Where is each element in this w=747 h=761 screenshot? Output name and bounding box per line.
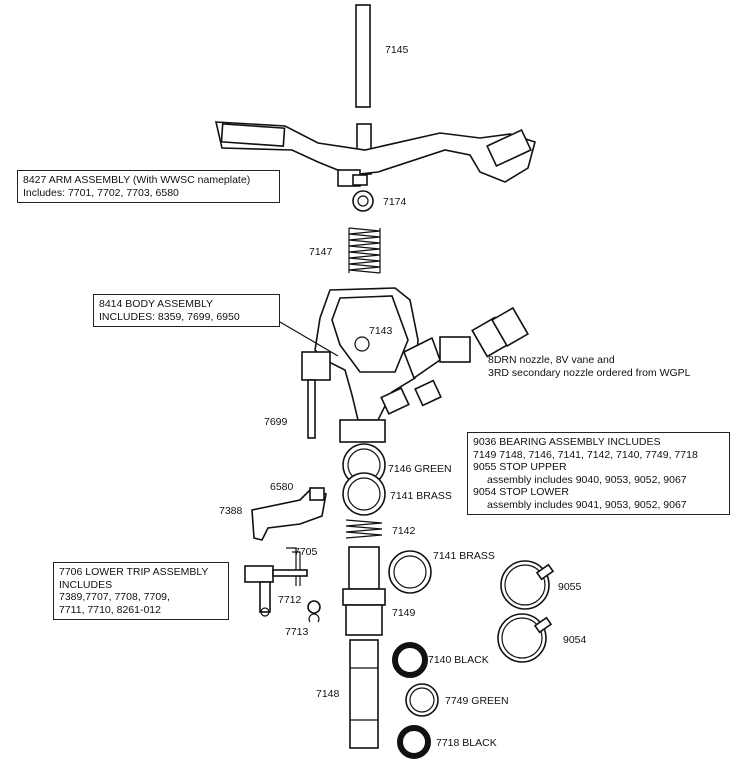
label-7718: 7718 BLACK [436,737,497,749]
part-7388-lever [251,487,327,541]
label-9054: 9054 [563,634,587,646]
nozzle-note-line2: 3RD secondary nozzle ordered from WGPL [488,367,691,379]
part-7749-ring [405,683,439,717]
callout-arm-line1: 8427 ARM ASSEMBLY (With WWSC nameplate) [23,174,251,186]
leader-body [279,321,339,357]
label-7140: 7140 BLACK [428,654,489,666]
label-7699: 7699 [264,416,288,428]
part-7141-ring-b [388,550,432,594]
label-7141-a: 7141 BRASS [390,490,452,502]
part-7718-ring [397,725,431,759]
callout-bearing-assembly: 9036 BEARING ASSEMBLY INCLUDES 7149 7148… [467,432,730,515]
label-6580: 6580 [270,481,294,493]
callout-bearing-line3: 9055 STOP UPPER [473,461,567,473]
part-7149-bushing [342,546,386,636]
part-7141-ring-a [342,472,386,516]
part-body-assembly [301,287,529,443]
part-9055-stop [500,560,555,610]
part-7147-spring [348,227,381,274]
callout-arm-assembly: 8427 ARM ASSEMBLY (With WWSC nameplate) … [17,170,280,203]
part-9054-stop [497,613,553,663]
label-7749: 7749 GREEN [445,695,509,707]
callout-bearing-line1: 9036 BEARING ASSEMBLY INCLUDES [473,436,661,448]
callout-arm-line2: Includes: 7701, 7702, 7703, 6580 [23,186,179,199]
part-lower-trip [244,547,321,623]
callout-body-assembly: 8414 BODY ASSEMBLY INCLUDES: 8359, 7699,… [93,294,280,327]
callout-trip-line4: 7711, 7710, 8261-012 [59,603,161,616]
label-7147: 7147 [309,246,333,258]
callout-trip-line3: 7389,7707, 7708, 7709, [59,591,170,603]
label-7145: 7145 [385,44,409,56]
label-7146: 7146 GREEN [388,463,452,475]
label-7142: 7142 [392,525,416,537]
callout-trip-line1: 7706 LOWER TRIP ASSEMBLY [59,566,209,578]
label-7705: 7705 [294,546,318,558]
callout-bearing-line2: 7149 7148, 7146, 7141, 7142, 7140, 7749,… [473,448,698,461]
part-7142-spring [345,519,383,539]
part-7145-shaft [355,4,371,108]
part-7140-ring [392,642,428,678]
label-7141-b: 7141 BRASS [433,550,495,562]
label-7713: 7713 [285,626,309,638]
label-7149: 7149 [392,607,416,619]
part-7174-washer [352,190,374,212]
label-7712: 7712 [278,594,302,606]
nozzle-note: 8DRN nozzle, 8V vane and 3RD secondary n… [488,354,691,380]
label-7143: 7143 [369,325,393,337]
callout-bearing-line4: assembly includes 9040, 9053, 9052, 9067 [487,473,687,486]
label-7174: 7174 [383,196,407,208]
part-7148-bearing [349,639,379,749]
label-7388: 7388 [219,505,243,517]
callout-body-line2: INCLUDES: 8359, 7699, 6950 [99,310,240,323]
label-7148: 7148 [316,688,340,700]
callout-bearing-line6: assembly includes 9041, 9053, 9052, 9067 [487,498,687,511]
callout-lower-trip-assembly: 7706 LOWER TRIP ASSEMBLY INCLUDES 7389,7… [53,562,229,620]
callout-body-line1: 8414 BODY ASSEMBLY [99,298,214,310]
nozzle-note-line1: 8DRN nozzle, 8V vane and [488,354,615,366]
label-9055: 9055 [558,581,582,593]
part-arm-assembly [214,121,536,187]
callout-bearing-line5: 9054 STOP LOWER [473,486,569,498]
callout-trip-line2: INCLUDES [59,578,113,591]
